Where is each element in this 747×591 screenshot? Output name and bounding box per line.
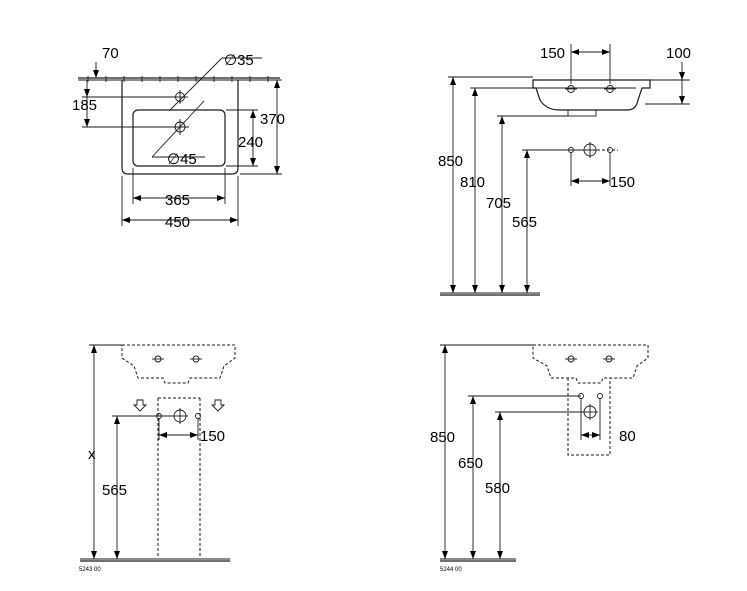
dim-150-bottom: 150 [610,174,635,191]
dim-365: 365 [165,192,190,209]
dim-650: 650 [458,455,483,472]
dim-810: 810 [460,174,485,191]
dim-80: 80 [619,428,636,445]
dim-370: 370 [260,111,285,128]
dim-d35: ∅35 [224,52,254,69]
dim-565-pedestal: 565 [102,482,127,499]
dim-565: 565 [512,214,537,231]
dim-150-pedestal: 150 [200,428,225,445]
elevation-view: 150 100 850 810 705 565 [438,44,691,296]
dim-240: 240 [238,134,263,151]
arrow-down-icon [210,399,226,412]
dim-450: 450 [165,214,190,231]
dim-705: 705 [486,195,511,212]
dim-580: 580 [485,480,510,497]
dim-850: 850 [438,153,463,170]
dim-70: 70 [102,45,119,62]
semi-pedestal-view: 80 850 650 580 5244 00 [430,344,649,573]
dim-185: 185 [72,97,97,114]
dim-850-semi: 850 [430,429,455,446]
dim-100: 100 [666,45,691,62]
dim-150: 150 [540,45,565,62]
arrow-down-icon [132,399,148,412]
plan-view: 70 185 370 240 ∅35 ∅45 365 [72,45,285,231]
pedestal-view: 150 x 565 5243 00 [79,344,236,573]
dim-d45: ∅45 [167,151,197,168]
product-code: 5243 00 [79,567,101,573]
product-code: 5244 00 [440,567,462,573]
dim-x: x [88,446,96,463]
